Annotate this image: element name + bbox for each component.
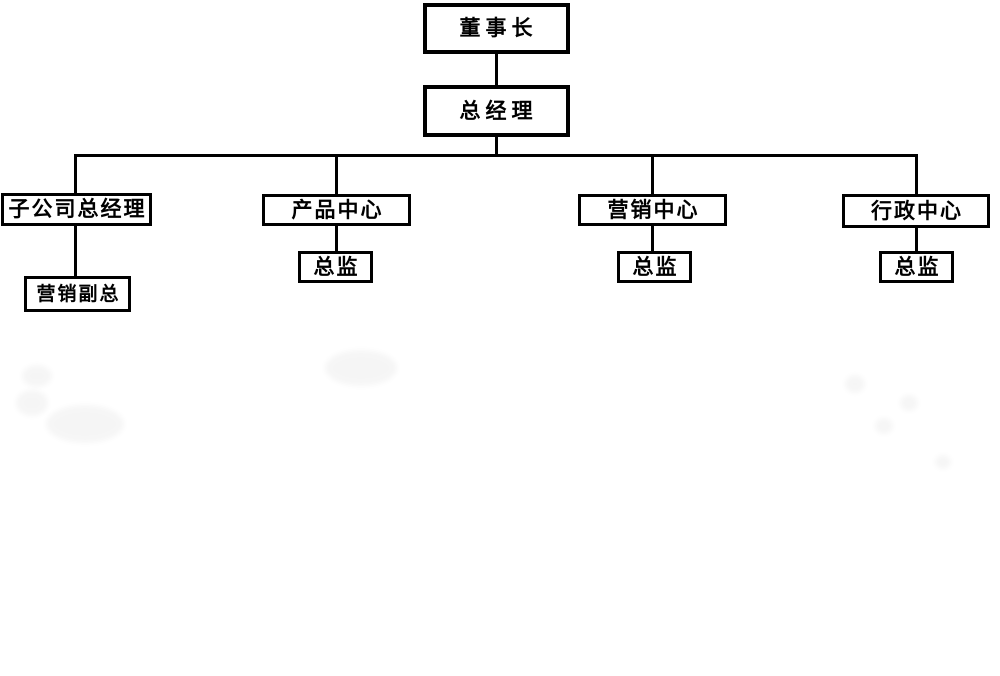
node-marketing-deputy-gm-label: 营销副总 <box>36 283 121 305</box>
node-marketing-deputy-gm: 营销副总 <box>24 276 131 312</box>
node-admin-director: 总监 <box>879 251 954 283</box>
connector-gm-bus <box>495 136 498 157</box>
node-subsidiary-gm: 子公司总经理 <box>1 193 152 226</box>
connector-admin-director <box>915 228 918 251</box>
connector-bus-product-center <box>335 154 338 194</box>
connector-bus-horizontal <box>74 154 918 157</box>
connector-chairman-gm <box>495 54 498 85</box>
scan-smudge <box>22 365 52 387</box>
scan-smudge <box>935 455 951 469</box>
scan-smudge <box>845 375 865 393</box>
node-marketing-center: 营销中心 <box>578 194 727 226</box>
scan-smudge <box>16 390 48 416</box>
connector-bus-marketing-center <box>651 154 654 194</box>
node-product-director: 总监 <box>298 251 373 283</box>
connector-bus-subsidiary-gm <box>74 154 77 193</box>
node-admin-center: 行政中心 <box>842 194 990 228</box>
scan-smudge <box>325 350 397 386</box>
scan-smudge <box>46 405 124 443</box>
node-admin-center-label: 行政中心 <box>871 199 963 223</box>
node-general-manager: 总经理 <box>423 85 570 137</box>
node-product-center: 产品中心 <box>262 194 411 226</box>
scan-smudge <box>875 418 893 434</box>
node-subsidiary-gm-label: 子公司总经理 <box>8 198 147 221</box>
node-marketing-center-label: 营销中心 <box>607 198 700 222</box>
connector-subsidiary-gm-deputy <box>74 226 77 276</box>
node-general-manager-label: 总经理 <box>459 99 538 123</box>
connector-bus-admin-center <box>915 154 918 194</box>
connector-marketing-director <box>651 226 654 251</box>
connector-product-director <box>335 226 338 251</box>
node-product-director-label: 总监 <box>313 255 360 279</box>
node-marketing-director-label: 总监 <box>632 255 679 279</box>
node-chairman: 董事长 <box>423 3 570 54</box>
scan-smudge <box>900 395 918 411</box>
node-product-center-label: 产品中心 <box>291 198 384 222</box>
node-marketing-director: 总监 <box>617 251 692 283</box>
node-chairman-label: 董事长 <box>459 17 538 40</box>
node-admin-director-label: 总监 <box>894 255 941 279</box>
